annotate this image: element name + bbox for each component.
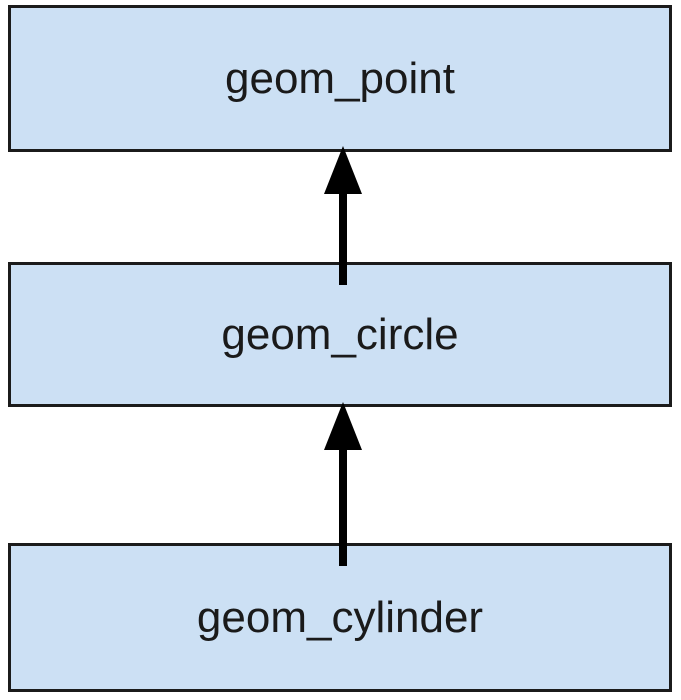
inheritance-arrow-circle-to-point[interactable] xyxy=(324,146,362,285)
node-geom-cylinder[interactable]: geom_cylinder xyxy=(8,543,672,692)
node-label-geom-cylinder: geom_cylinder xyxy=(196,592,484,642)
inheritance-arrow-cylinder-to-circle[interactable] xyxy=(324,402,362,566)
node-geom-point[interactable]: geom_point xyxy=(8,5,672,152)
node-label-geom-point: geom_point xyxy=(225,53,455,103)
node-label-geom-circle: geom_circle xyxy=(221,309,459,359)
node-geom-circle[interactable]: geom_circle xyxy=(8,262,672,407)
